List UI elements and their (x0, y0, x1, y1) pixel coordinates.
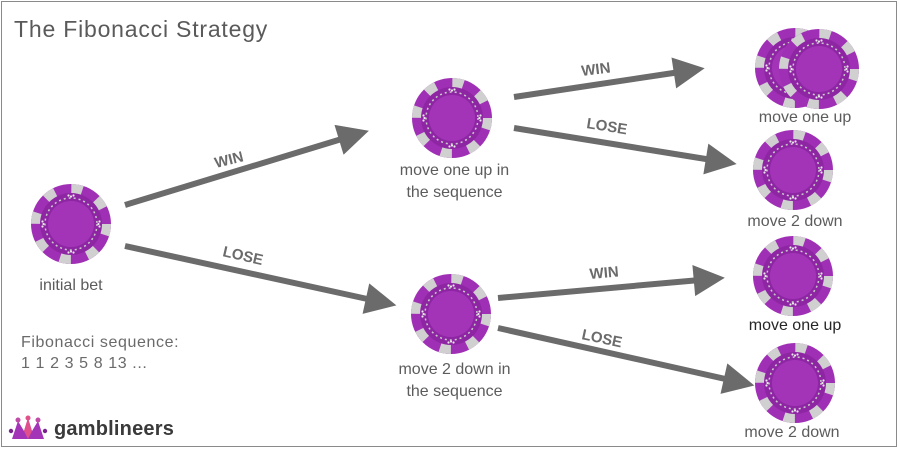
sequence-note: Fibonacci sequence: 1 1 2 3 5 8 13 ... (21, 332, 179, 374)
edge-label-initial-lose: LOSE (221, 243, 265, 269)
edge-label-up-lose: LOSE (585, 115, 628, 138)
sequence-label: Fibonacci sequence: (21, 334, 180, 351)
chip-icon-down (411, 274, 491, 354)
edge-label-initial-win: WIN (213, 148, 245, 172)
brand-logo: gamblineers (8, 414, 174, 444)
edge-label-up-win: WIN (580, 60, 611, 80)
node-label-up-line1: move one up in (399, 162, 510, 179)
arrow-initial-lose (124, 243, 397, 314)
arrow-down-lose (497, 325, 755, 394)
chip-icon-initial (31, 184, 111, 264)
node-label-lose-lose: move 2 down (744, 424, 840, 441)
arrow-initial-win (124, 124, 369, 208)
chip-icon-lose-win (753, 236, 833, 316)
chip-icon-win-lose (753, 130, 833, 210)
crown-icon (8, 415, 48, 439)
node-label-lose-win: move one up (748, 317, 842, 334)
node-label-down-line2: the sequence (406, 383, 503, 400)
node-label-up: move one up in the sequence (377, 160, 532, 204)
arrow-down-win (497, 265, 725, 301)
arrow-up-win (513, 57, 705, 100)
edge-label-down-win: WIN (589, 264, 620, 283)
node-label-win-win: move one up (758, 109, 852, 126)
node-label-down-line1: move 2 down in (398, 361, 511, 378)
page-title: The Fibonacci Strategy (14, 16, 269, 42)
node-label-down: move 2 down in the sequence (377, 359, 532, 403)
chip-icon-up (412, 78, 492, 158)
chip-icon-lose-lose (755, 343, 835, 423)
node-label-up-line2: the sequence (406, 184, 503, 201)
logo-text: gamblineers (54, 417, 175, 440)
node-label-win-lose: move 2 down (747, 213, 843, 230)
chip-icon-win-win-front (779, 29, 859, 109)
sequence-values: 1 1 2 3 5 8 13 ... (21, 355, 148, 372)
node-label-initial: initial bet (39, 277, 103, 294)
arrow-up-lose (513, 125, 737, 175)
